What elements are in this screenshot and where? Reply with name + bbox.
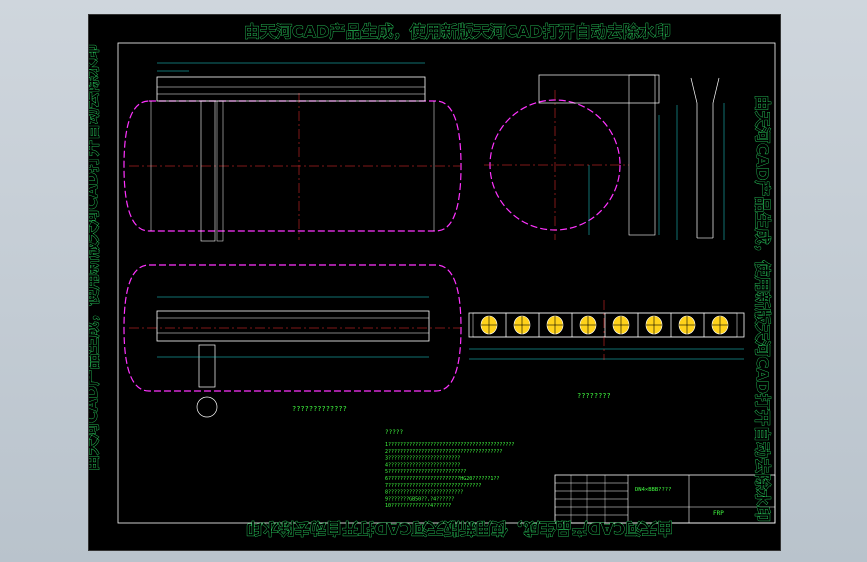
support-cell xyxy=(538,312,573,338)
support-cell xyxy=(472,312,507,338)
support-elevation: ???????? xyxy=(468,300,745,400)
notes-line: 10?????????????4?????? xyxy=(385,503,451,509)
tank-side-elevation xyxy=(123,62,462,242)
support-cell xyxy=(637,312,672,338)
support-cell xyxy=(571,312,606,338)
title-block-name: DN4×BBB???? xyxy=(635,487,671,493)
tank-end-view xyxy=(484,74,660,240)
watermark-right: 由天河CAD产品生成，使用新版天河CAD打开自动去除水印 xyxy=(753,95,772,522)
notes-line: 7??????????????????????????????? xyxy=(385,483,481,489)
technical-notes: ????? 1?????????????????????????????????… xyxy=(385,429,514,509)
watermark-left: 由天河CAD产品生成，使用新版天河CAD打开自动去除水印 xyxy=(89,44,101,471)
tank-plan-view: ????????????? xyxy=(123,264,462,418)
drawing-canvas: ????????????? ???????? ????? 1??????????… xyxy=(89,22,776,538)
watermark-top: 由天河CAD产品生成，使用新版天河CAD打开自动去除水印 xyxy=(244,22,671,41)
notes-line: 8????????????????????????? xyxy=(385,490,463,496)
cad-viewport[interactable]: ????????????? ???????? ????? 1??????????… xyxy=(88,14,781,551)
notes-line: 2?????????????????????????????????????? xyxy=(385,449,502,455)
notes-line: 3???????????????????????? xyxy=(385,456,460,462)
plan-note: ????????????? xyxy=(292,405,347,413)
elevation-note: ???????? xyxy=(577,392,611,400)
support-cell xyxy=(604,312,639,338)
notes-title: ????? xyxy=(385,429,403,436)
support-cell xyxy=(670,312,705,338)
notes-line: 6????????????????????????HG20??????1?? xyxy=(385,476,499,482)
ladder-detail xyxy=(676,77,725,240)
title-block-material: FRP xyxy=(713,510,724,517)
notes-line: 9???????GB50??,?4?????? xyxy=(385,496,454,502)
drawing-frame xyxy=(117,42,776,524)
support-cell xyxy=(505,312,540,338)
watermark-bottom: 由天河CAD产品生成，使用新版天河CAD打开自动去除水印 xyxy=(246,519,673,538)
notes-line: 4???????????????????????? xyxy=(385,462,460,468)
support-cell xyxy=(703,312,738,338)
notes-line: 1???????????????????????????????????????… xyxy=(385,442,514,448)
notes-line: 5?????????????????????????? xyxy=(385,469,466,475)
title-block: DN4×BBB???? FRP xyxy=(554,474,776,524)
